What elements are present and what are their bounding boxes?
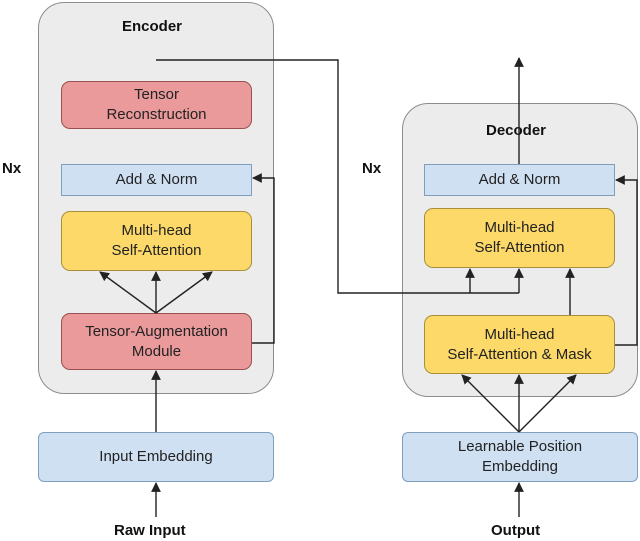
raw-input-label: Raw Input — [114, 522, 186, 539]
embedding-to-mask-right — [518, 374, 577, 433]
augmentation-to-attention-right — [155, 271, 213, 314]
encoder-to-decoder-connection — [156, 59, 519, 294]
masked-attention-block: Multi-head Self-Attention & Mask — [424, 315, 615, 374]
tensor-augmentation-block: Tensor-Augmentation Module — [61, 313, 252, 370]
output-label: Output — [491, 522, 541, 539]
decoder-add-norm-block: Add & Norm — [424, 164, 615, 196]
decoder-repeat-label: Nx — [362, 160, 382, 177]
encoder-add-norm-block: Add & Norm — [61, 164, 252, 196]
encoder-title: Encoder — [122, 18, 183, 35]
augmentation-to-attention-left — [99, 271, 157, 314]
encoder-repeat-label: Nx — [2, 160, 22, 177]
decoder-title: Decoder — [486, 122, 547, 139]
position-embedding-block: Learnable Position Embedding — [402, 432, 638, 482]
encoder-self-attention-block: Multi-head Self-Attention — [61, 211, 252, 271]
decoder-residual-connection — [615, 175, 638, 346]
tensor-reconstruction-block: Tensor Reconstruction — [61, 81, 252, 129]
input-embedding-block: Input Embedding — [38, 432, 274, 482]
embedding-to-mask-left — [461, 374, 520, 433]
decoder-self-attention-block: Multi-head Self-Attention — [424, 208, 615, 268]
encoder-residual-connection — [252, 173, 275, 344]
